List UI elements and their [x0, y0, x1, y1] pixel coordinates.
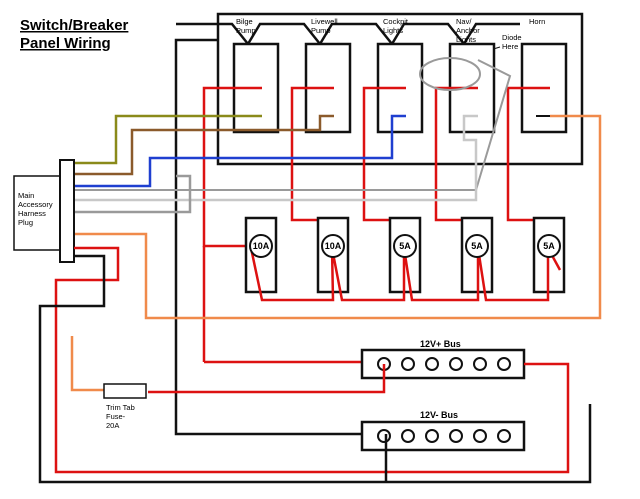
grey-ground-wire	[74, 174, 192, 214]
positive-bus-terminal	[497, 357, 511, 371]
negative-bus-terminal	[401, 429, 415, 443]
switch-label-4c: Lights	[456, 35, 476, 44]
positive-bus-terminal	[449, 357, 463, 371]
breaker-2-rating: 10A	[325, 241, 342, 251]
harness-plug[interactable]	[13, 175, 61, 251]
brown-livewell-wire	[74, 114, 334, 176]
negative-bus-terminals	[377, 429, 511, 443]
diode-note-line1: Diode	[502, 33, 522, 42]
diagram-title-line2: Panel Wiring	[20, 35, 111, 52]
trim-fuse-label-3: 20A	[106, 421, 119, 430]
switch-label-2a: Livewell	[311, 17, 338, 26]
negative-bus-terminal	[377, 429, 391, 443]
trim-fuse-label-1: Trim Tab	[106, 403, 135, 412]
switch-label-1b: Pump	[236, 26, 256, 35]
breaker-5-rating: 5A	[543, 241, 555, 251]
switch-label-1a: Bilge	[236, 17, 253, 26]
harness-plug-connector	[59, 159, 75, 263]
red-trim-feed	[148, 364, 386, 394]
negative-bus-terminal	[449, 429, 463, 443]
plug-label-3: Harness	[18, 209, 46, 218]
switch-label-2b: Pump	[311, 26, 331, 35]
breaker-dials: 10A 10A 5A 5A 5A	[249, 234, 561, 258]
grey-nav-wire	[74, 59, 512, 191]
trim-tab-fuse[interactable]	[103, 383, 147, 399]
switch-label-4b: Anchor	[456, 26, 480, 35]
switch-label-5a: Horn	[529, 17, 545, 26]
white-nav-wire	[74, 114, 478, 202]
switch-panel-outline	[216, 12, 584, 166]
diode-loop-wire	[419, 57, 481, 91]
switch-ground-daisy-chain	[176, 22, 520, 47]
switch-label-3b: Lights	[383, 26, 403, 35]
positive-bus-terminal	[401, 357, 415, 371]
diagram-title-line1: Switch/Breaker	[20, 17, 129, 34]
negative-bus-terminal	[425, 429, 439, 443]
negative-bus-terminal	[473, 429, 487, 443]
positive-bus-terminal	[425, 357, 439, 371]
breaker-4-rating: 5A	[471, 241, 483, 251]
orange-trim-wire	[70, 336, 104, 392]
breaker-3-rating: 5A	[399, 241, 411, 251]
plug-label-1: Main	[18, 191, 34, 200]
trim-fuse-label-2: Fuse-	[106, 412, 126, 421]
switch-label-3a: Cockpit	[383, 17, 409, 26]
plug-label-4: Plug	[18, 218, 33, 227]
olive-bilge-wire	[74, 114, 262, 165]
black-ground-wire	[174, 38, 366, 436]
positive-bus-label: 12V+ Bus	[420, 339, 461, 349]
red-main-feed	[54, 246, 570, 474]
switch-label-4a: Nav/	[456, 17, 472, 26]
negative-bus-terminal	[497, 429, 511, 443]
orange-horn-wire	[74, 114, 602, 320]
switch-labels: Bilge Pump Livewell Pump Cockpit Lights …	[236, 17, 545, 44]
black-negative-return	[38, 254, 592, 484]
blue-cockpit-wire	[74, 114, 406, 188]
positive-bus-terminal	[473, 357, 487, 371]
diode-note-line2: Here	[502, 42, 518, 51]
breaker-1-rating: 10A	[253, 241, 270, 251]
plug-label-2: Accessory	[18, 200, 53, 209]
negative-bus-label: 12V- Bus	[420, 410, 458, 420]
